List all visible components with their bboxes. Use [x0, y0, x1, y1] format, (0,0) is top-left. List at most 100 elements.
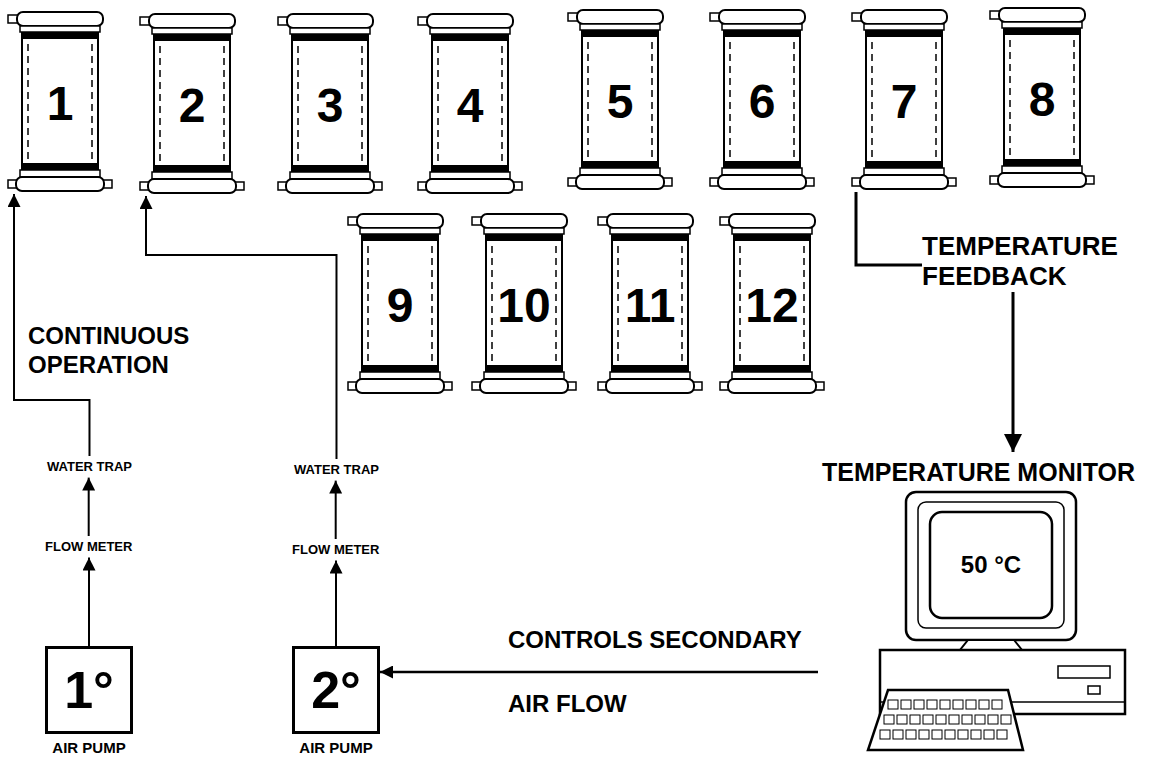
inner-tube: [729, 42, 731, 158]
inner-tube: [431, 246, 433, 362]
reactor-flange: [290, 28, 370, 34]
flow-connector: [335, 481, 337, 539]
reactor-node: 4: [418, 14, 522, 196]
reactor-flange: [360, 228, 440, 234]
component-label: WATER TRAP: [47, 459, 132, 475]
keyboard: [868, 690, 1023, 750]
screen-area: 50 °C: [930, 512, 1052, 618]
component-label: FLOW METER: [45, 539, 132, 555]
reactor-base: [148, 179, 236, 193]
reactor-lid: [287, 14, 373, 28]
air-pump-node: 2°AIR PUMP: [292, 646, 380, 757]
keyboard-key: [880, 730, 890, 739]
reactor-flange: [722, 168, 802, 175]
reactor-wall: [581, 28, 583, 170]
reactor-wall: [361, 232, 363, 374]
reactor-flange: [610, 372, 690, 379]
reactor-lid: [607, 214, 693, 228]
inner-tube: [91, 44, 93, 160]
reactor-wall: [561, 232, 563, 374]
inner-tube: [681, 246, 683, 362]
keyboard-key: [992, 700, 1002, 709]
reactor-number: 8: [1029, 76, 1056, 124]
monitor-heading: TEMPERATURE MONITOR: [818, 452, 1153, 487]
reactor-node: 7: [852, 10, 956, 192]
reactor-lid: [729, 214, 815, 228]
reactor-band: [734, 234, 810, 241]
reactor-wall: [865, 28, 867, 170]
keyboard-key: [988, 715, 998, 724]
reactor-wall: [611, 232, 613, 374]
reactor-flange: [430, 172, 510, 179]
computer-case: [880, 650, 1125, 714]
reactor-wall: [437, 232, 439, 374]
disk-drive: [1058, 666, 1110, 678]
keyboard-key: [910, 715, 920, 724]
reactor-flange: [722, 24, 802, 30]
monitor-stand: [960, 640, 1022, 650]
inner-tube: [367, 246, 369, 362]
inner-tube: [651, 42, 653, 158]
pump-box: 2°: [292, 646, 380, 734]
keyboard-key: [906, 730, 916, 739]
reactor-base: [576, 175, 664, 189]
reactor-band: [486, 365, 562, 372]
reactor-band: [486, 234, 562, 241]
keyboard-key: [893, 730, 903, 739]
reactor-lid: [861, 10, 947, 24]
reactor-node: 8: [990, 8, 1094, 190]
reactor-lid: [481, 214, 567, 228]
reactor-band: [734, 365, 810, 372]
reactor-flange: [152, 172, 232, 179]
monitor-node: TEMPERATURE MONITOR 50 °C: [818, 452, 1153, 757]
flow-connector: [335, 561, 337, 646]
reactor-wall: [21, 30, 23, 172]
keyboard-key: [936, 715, 946, 724]
keyboard-key: [979, 700, 989, 709]
reactor-band: [362, 234, 438, 241]
monitor-screen: [930, 512, 1052, 618]
reactor-base: [286, 179, 374, 193]
connector-label: CONTINUOUS OPERATION: [28, 322, 228, 380]
reactor-flange: [1002, 22, 1082, 28]
inner-tube: [27, 44, 29, 160]
reactor-wall: [723, 28, 725, 170]
reactor-band: [582, 30, 658, 37]
keyboard-key: [975, 715, 985, 724]
reactor-wall: [1003, 26, 1005, 168]
inner-tube: [491, 246, 493, 362]
reactor-number: 7: [891, 78, 918, 126]
inner-tube: [297, 46, 299, 162]
reactor-number: 11: [625, 282, 676, 330]
reactor-base: [16, 177, 104, 191]
reactor-band: [1004, 159, 1080, 166]
reactor-node: 6: [710, 10, 814, 192]
inner-tube: [617, 246, 619, 362]
reactor-band: [22, 32, 98, 39]
reactor-wall: [97, 30, 99, 172]
keyboard-key: [997, 730, 1007, 739]
flow-connector: [380, 671, 818, 674]
reactor-flange: [580, 168, 660, 175]
reactor-lid: [577, 10, 663, 24]
keyboard-key: [888, 700, 898, 709]
reactor-lid: [427, 14, 513, 28]
reactor-flange: [864, 168, 944, 175]
component-node: FLOW METER: [288, 539, 383, 561]
reactor-band: [866, 30, 942, 37]
reactor-base: [356, 379, 444, 393]
air-pump-node: 1°AIR PUMP: [45, 646, 133, 757]
reactor-flange: [580, 24, 660, 30]
inner-tube: [555, 246, 557, 362]
reactor-flange: [20, 170, 100, 177]
reactor-base: [860, 175, 948, 189]
reactor-flange: [484, 372, 564, 379]
reactor-node: 1: [8, 12, 112, 194]
reactor-flange: [732, 228, 812, 234]
reactor-wall: [153, 32, 155, 174]
inner-tube: [1009, 40, 1011, 156]
reactor-lid: [149, 14, 235, 28]
reactor-flange: [152, 28, 232, 34]
inner-tube: [935, 42, 937, 158]
inner-tube: [587, 42, 589, 158]
